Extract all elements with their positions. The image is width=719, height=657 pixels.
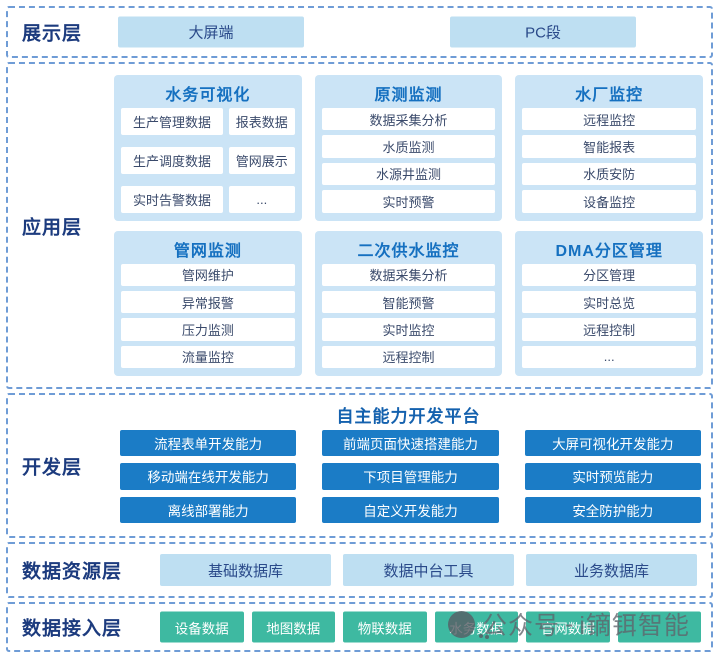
data-access-layer-label: 数据接入层 — [22, 618, 123, 640]
module-item: 智能报表 — [522, 135, 696, 158]
module-item: 实时告警数据 — [121, 185, 223, 213]
module-item: 远程监控 — [522, 108, 696, 131]
development-layer-label: 开发层 — [22, 457, 83, 478]
module-item: 流量监控 — [121, 345, 295, 368]
data-resource-layer-section: 数据资源层 基础数据库 数据中台工具 业务数据库 — [6, 542, 713, 598]
module-item: 分区管理 — [522, 263, 696, 286]
capability-box: 移动端在线开发能力 — [120, 463, 297, 490]
display-box-bigscreen: 大屏端 — [118, 16, 304, 48]
module-item: 设备监控 — [522, 190, 696, 213]
module-item: 管网维护 — [121, 263, 295, 286]
module-item: 水质安防 — [522, 162, 696, 186]
access-box: 地图数据 — [251, 611, 335, 643]
module-raw-monitoring: 原测监测 数据采集分析 水质监测 水源井监测 实时预警 — [314, 75, 503, 221]
display-layer-section: 展示层 大屏端 PC段 — [6, 6, 713, 58]
application-modules-grid: 水务可视化 生产管理数据 报表数据 生产调度数据 管网展示 实时告警数据 ...… — [114, 75, 703, 376]
module-item: 数据采集分析 — [321, 263, 496, 286]
module-secondary-water-supply: 二次供水监控 数据采集分析 智能预警 实时监控 远程控制 — [314, 230, 503, 376]
module-item: 数据采集分析 — [321, 108, 496, 131]
module-items: 数据采集分析 智能预警 实时监控 远程控制 — [321, 263, 496, 368]
access-box: 物联数据 — [343, 611, 427, 643]
module-title: 原测监测 — [374, 87, 443, 104]
data-access-boxes: 设备数据 地图数据 物联数据 水务数据 官网数据 — [160, 611, 701, 643]
module-pipeline-monitoring: 管网监测 管网维护 异常报警 压力监测 流量监控 — [114, 230, 302, 376]
data-resource-layer-label: 数据资源层 — [22, 561, 123, 583]
module-item: 实时预警 — [321, 190, 496, 213]
module-item: 报表数据 — [228, 108, 295, 135]
access-box: 官网数据 — [526, 611, 610, 643]
module-item: 水源井监测 — [321, 162, 496, 186]
module-waterplant-monitoring: 水厂监控 远程监控 智能报表 水质安防 设备监控 — [515, 75, 703, 221]
capability-box: 离线部署能力 — [120, 496, 297, 523]
application-layer-label: 应用层 — [22, 217, 83, 238]
access-box: 设备数据 — [160, 611, 244, 643]
capability-box: 自定义开发能力 — [322, 496, 499, 523]
resource-box: 业务数据库 — [526, 554, 697, 586]
module-item: 实时监控 — [321, 318, 496, 341]
application-layer-section: 应用层 水务可视化 生产管理数据 报表数据 生产调度数据 管网展示 实时告警数据… — [6, 62, 713, 389]
module-item: 远程控制 — [321, 345, 496, 368]
watermark-prefix: 公众号 — [482, 612, 561, 640]
display-box-pc: PC段 — [450, 16, 636, 48]
display-layer-label: 展示层 — [22, 23, 83, 45]
module-item: 管网展示 — [228, 146, 295, 174]
chat-bubble-icon — [448, 610, 483, 638]
module-item: ... — [228, 185, 295, 213]
development-layer-section: 开发层 自主能力开发平台 流程表单开发能力 前端页面快速搭建能力 大屏可视化开发… — [6, 393, 713, 538]
resource-box: 数据中台工具 — [343, 554, 514, 586]
module-item: 异常报警 — [121, 290, 295, 314]
resource-box: 基础数据库 — [160, 554, 331, 586]
watermark-brand: i镝铒智能 — [579, 612, 690, 640]
capability-box: 下项目管理能力 — [322, 463, 499, 490]
module-items: 管网维护 异常报警 压力监测 流量监控 — [121, 263, 295, 368]
capability-box: 流程表单开发能力 — [120, 430, 297, 457]
module-item: 远程控制 — [522, 318, 696, 341]
capability-box: 实时预览能力 — [524, 463, 701, 490]
module-title: 水务可视化 — [165, 87, 251, 104]
module-title: DMA分区管理 — [555, 242, 663, 260]
watermark: 公众号 - i镝铒智能 — [448, 607, 690, 641]
module-dma-zone-management: DMA分区管理 分区管理 实时总览 远程控制 ... — [515, 230, 703, 376]
module-items: 生产管理数据 报表数据 生产调度数据 管网展示 实时告警数据 ... — [121, 108, 295, 213]
module-item: 实时总览 — [522, 290, 696, 314]
capability-box: 大屏可视化开发能力 — [524, 430, 701, 457]
module-title: 管网监测 — [173, 242, 242, 260]
capability-box: 前端页面快速搭建能力 — [322, 430, 499, 457]
module-title: 水厂监控 — [575, 87, 644, 104]
module-item: 生产调度数据 — [121, 146, 223, 174]
module-items: 远程监控 智能报表 水质安防 设备监控 — [522, 108, 696, 213]
capability-box: 安全防护能力 — [524, 496, 701, 523]
module-items: 数据采集分析 水质监测 水源井监测 实时预警 — [321, 108, 496, 213]
data-access-layer-section: 数据接入层 设备数据 地图数据 物联数据 水务数据 官网数据 — [6, 602, 713, 652]
module-item: 智能预警 — [321, 290, 496, 314]
watermark-separator: - — [565, 609, 575, 638]
module-item: 水质监测 — [321, 135, 496, 158]
data-resource-boxes: 基础数据库 数据中台工具 业务数据库 — [160, 554, 697, 586]
module-items: 分区管理 实时总览 远程控制 ... — [522, 263, 696, 368]
module-water-visualization: 水务可视化 生产管理数据 报表数据 生产调度数据 管网展示 实时告警数据 ... — [114, 75, 302, 221]
module-item: 生产管理数据 — [121, 108, 223, 135]
access-box — [617, 611, 701, 643]
module-item: 压力监测 — [121, 318, 295, 341]
module-item: ... — [522, 345, 696, 368]
development-capabilities-grid: 流程表单开发能力 前端页面快速搭建能力 大屏可视化开发能力 移动端在线开发能力 … — [120, 430, 701, 523]
development-platform-title: 自主能力开发平台 — [336, 407, 481, 426]
module-title: 二次供水监控 — [357, 242, 460, 260]
